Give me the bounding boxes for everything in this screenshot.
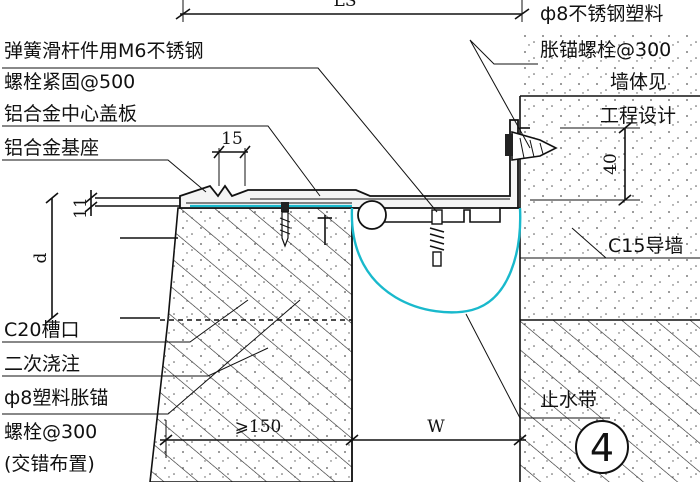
leader-lines (2, 39, 700, 419)
label-plastic-anchor-1: ф8塑料胀锚 (4, 387, 108, 409)
dimension-15: 15 (212, 129, 251, 186)
dimension-11: 11 (71, 190, 98, 219)
rubber-bulb (357, 200, 387, 230)
label-guide-wall: C15导墙 (608, 235, 683, 257)
label-spring-bolt-2: 螺栓紧固@500 (4, 71, 135, 93)
dimension-40-label: 40 (601, 153, 621, 175)
label-plastic-anchor-2: 螺栓@300 (4, 421, 97, 443)
waterstop-band (350, 207, 522, 314)
label-aluminum-base: 铝合金基座 (4, 137, 99, 159)
label-plastic-anchor-3: (交错布置) (4, 453, 95, 475)
label-waterstop: 止水带 (540, 389, 597, 411)
dimension-ls: LS (175, 0, 530, 22)
wall-anchor-bolt (505, 130, 558, 161)
right-wall (519, 30, 700, 482)
label-spring-bolt-1: 弹簧滑杆件用M6不锈钢 (4, 40, 203, 62)
label-wall-anchor-2: 胀锚螺栓@300 (540, 39, 671, 61)
anchor-screw-left (279, 202, 291, 248)
label-wall-2: 工程设计 (600, 105, 676, 127)
dimension-150-label: ⩾150 (235, 417, 282, 437)
anchor-screw-mid (318, 215, 332, 245)
dimension-11-label: 11 (71, 197, 91, 219)
label-groove: C20槽口 (4, 319, 79, 341)
dimension-bottom: ⩾150 W (159, 417, 527, 458)
aluminum-cover-plate (179, 119, 519, 209)
detail-number: 4 (590, 426, 614, 470)
label-cover-plate: 铝合金中心盖板 (4, 103, 137, 125)
dimension-ls-label: LS (334, 0, 357, 11)
label-secondary-pour: 二次浇注 (4, 353, 80, 375)
left-concrete-slab (149, 207, 353, 482)
dimension-40: 40 (530, 122, 640, 206)
detail-number-badge: 4 (575, 420, 629, 474)
dimension-d-label: d (31, 252, 51, 263)
label-wall-anchor-1: ф8不锈钢塑料 (540, 3, 663, 25)
spring-bolt (429, 209, 445, 267)
dimension-d: d (31, 192, 59, 324)
label-wall-1: 墙体见 (610, 71, 667, 93)
dimension-w-label: W (427, 417, 445, 437)
dimension-15-label: 15 (221, 129, 243, 149)
